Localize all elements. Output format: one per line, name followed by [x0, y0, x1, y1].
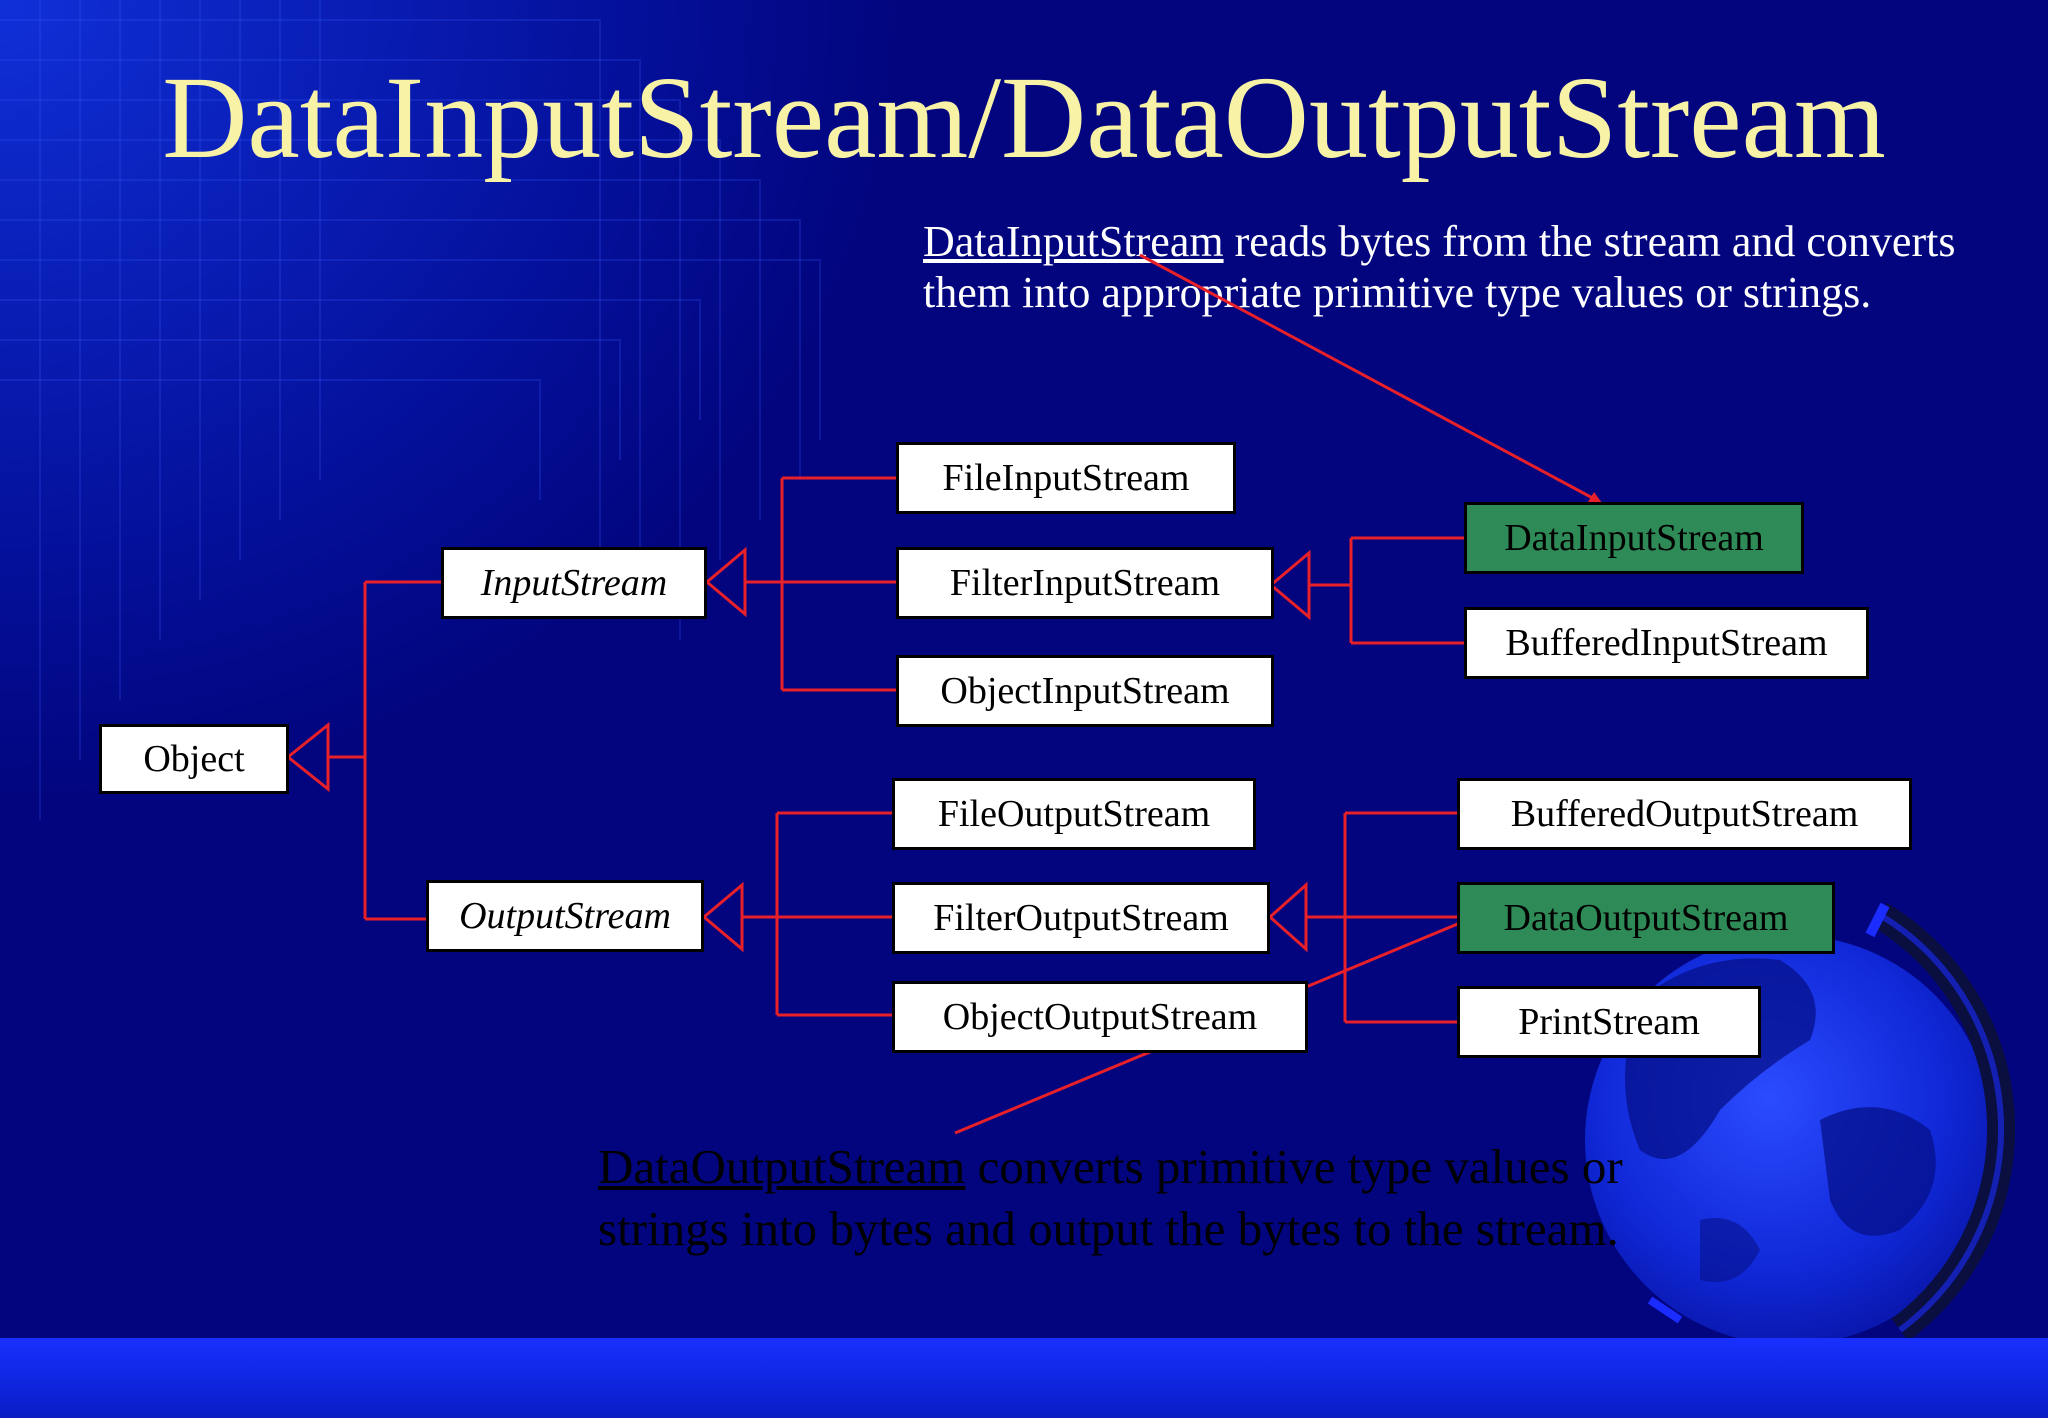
caption-output-text: converts primitive type values or string… [598, 1139, 1623, 1256]
node-file-input-stream: FileInputStream [896, 442, 1236, 514]
node-data-output-stream: DataOutputStream [1457, 882, 1835, 954]
caption-input-text: reads bytes from the stream and converts… [923, 217, 1956, 317]
caption-output-class-name: DataOutputStream [598, 1139, 966, 1194]
node-output-stream: OutputStream [426, 880, 704, 952]
slide-title: DataInputStream/DataOutputStream [162, 52, 1886, 183]
caption-data-output-stream: DataOutputStream converts primitive type… [598, 1136, 1748, 1260]
caption-input-class-name: DataInputStream [923, 217, 1224, 266]
node-file-output-stream: FileOutputStream [892, 778, 1256, 850]
bottom-band [0, 1338, 2048, 1418]
node-object: Object [99, 724, 289, 794]
node-filter-input-stream: FilterInputStream [896, 547, 1274, 619]
node-object-input-stream: ObjectInputStream [896, 655, 1274, 727]
node-data-input-stream: DataInputStream [1464, 502, 1804, 574]
node-print-stream: PrintStream [1457, 986, 1761, 1058]
node-buffered-input-stream: BufferedInputStream [1464, 607, 1869, 679]
node-buffered-output-stream: BufferedOutputStream [1457, 778, 1912, 850]
node-input-stream: InputStream [441, 547, 707, 619]
caption-data-input-stream: DataInputStream reads bytes from the str… [923, 216, 2033, 318]
node-filter-output-stream: FilterOutputStream [892, 882, 1270, 954]
node-object-output-stream: ObjectOutputStream [892, 981, 1308, 1053]
